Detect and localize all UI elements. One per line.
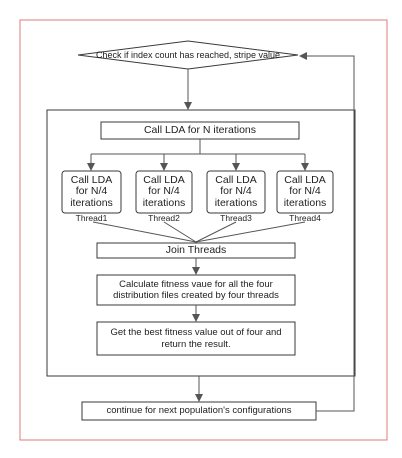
thread-label-2: Thread2 [148, 213, 180, 224]
calc-fitness-label: Calculate fitness vaue for all the four … [113, 278, 279, 301]
continue-label: continue for next population's configura… [106, 405, 292, 417]
loop-back-line [299, 52, 355, 412]
line-merge-2 [163, 221, 197, 243]
thread-box-3 [206, 170, 266, 214]
thread-box-1-label: Call LDA for N/4 iterations [70, 174, 113, 209]
line-merge-4 [195, 221, 306, 243]
thread-box-4-label: Call LDA for N/4 iterations [283, 174, 327, 209]
outer-frame [19, 19, 388, 441]
line-merge-3 [195, 221, 237, 243]
decision-label: Check if index count has reached, stripe… [95, 49, 281, 60]
connectors [87, 52, 355, 412]
line-merge-1 [92, 221, 197, 243]
main-loop-container [46, 109, 356, 377]
thread-label-4: Thread4 [289, 213, 321, 224]
thread-box-3-label: Call LDA for N/4 iterations [214, 174, 258, 209]
thread-label-3: Thread3 [220, 213, 252, 224]
thread-box-1 [61, 170, 122, 214]
best-fitness-box [96, 321, 296, 356]
best-fitness-label: Get the best fitness value out of four a… [110, 327, 282, 350]
thread-box-4 [276, 170, 334, 214]
thread-box-2 [135, 170, 193, 214]
call-lda-n-label: Call LDA for N iterations [143, 124, 257, 137]
thread-box-2-label: Call LDA for N/4 iterations [142, 174, 186, 209]
join-threads-label: Join Threads [165, 244, 227, 257]
thread-label-1: Thread1 [75, 213, 108, 224]
